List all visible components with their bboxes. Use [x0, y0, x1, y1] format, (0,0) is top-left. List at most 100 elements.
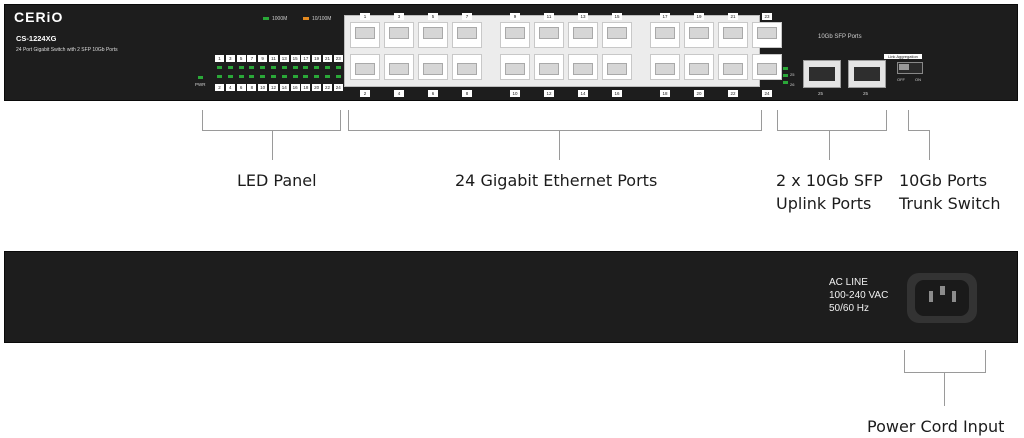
sfp-bracket-stem: [829, 130, 830, 160]
port-number-top: 19: [694, 13, 704, 20]
legend-1000m: 1000M: [263, 16, 287, 22]
trunk-off-label: OFF: [897, 77, 905, 82]
pwr-label: PWR: [195, 82, 206, 87]
led-number-bottom: 12: [269, 84, 278, 91]
port-led: [325, 66, 330, 69]
ethernet-port[interactable]: [650, 54, 680, 80]
port-led: [271, 66, 276, 69]
sfp-title: 10Gb SFP Ports: [818, 34, 862, 40]
ethernet-port[interactable]: [452, 54, 482, 80]
legend-1000m-label: 1000M: [272, 16, 288, 22]
trunk-switch-knob[interactable]: [899, 64, 909, 70]
ethernet-port[interactable]: [718, 54, 748, 80]
sfp-led-label-25: 25: [790, 72, 795, 77]
led-number-bottom: 24: [333, 84, 343, 91]
port-led: [325, 75, 330, 78]
ethernet-port[interactable]: [350, 22, 380, 48]
sfp-port-1[interactable]: [803, 60, 841, 88]
label-trunk-line1: 10Gb Ports: [899, 171, 988, 190]
brand-logo: CERiO: [14, 9, 64, 25]
ethernet-port[interactable]: [684, 22, 714, 48]
legend-10100m: 10/100M: [303, 16, 331, 22]
ethernet-port[interactable]: [534, 54, 564, 80]
port-number-top: 23: [762, 13, 772, 20]
led-number-bottom: 2: [215, 84, 224, 91]
ethernet-port[interactable]: [568, 54, 598, 80]
ethernet-port[interactable]: [534, 22, 564, 48]
led-number-bottom: 14: [279, 84, 289, 91]
port-number-bottom: 22: [728, 90, 738, 97]
ethernet-port[interactable]: [452, 22, 482, 48]
pwr-led: [198, 76, 203, 79]
port-number-bottom: 2: [360, 90, 370, 97]
label-sfp-line2: Uplink Ports: [776, 194, 872, 213]
sfp-bracket-left: [777, 110, 778, 131]
port-number-bottom: 12: [544, 90, 554, 97]
port-led: [292, 75, 298, 78]
port-led: [238, 66, 244, 69]
port-led: [238, 75, 244, 78]
port-led: [303, 75, 309, 78]
ethernet-port[interactable]: [500, 22, 530, 48]
sfp-bracket-right: [886, 110, 887, 131]
ethernet-port[interactable]: [602, 54, 632, 80]
ethernet-port[interactable]: [384, 54, 414, 80]
port-led: [281, 75, 287, 78]
led-number-top: 7: [247, 55, 257, 62]
led-bracket-stem: [272, 130, 273, 160]
led-bracket-left: [202, 110, 203, 131]
sfp-port-label-2: 25: [863, 91, 869, 96]
port-number-bottom: 16: [612, 90, 622, 97]
led-number-top: 19: [312, 55, 322, 62]
sfp-led-25-b: [783, 74, 788, 77]
ethernet-port[interactable]: [752, 54, 782, 80]
legend-led-orange: [303, 17, 309, 21]
port-number-top: 17: [660, 13, 670, 20]
ethernet-port[interactable]: [602, 22, 632, 48]
ethernet-port[interactable]: [718, 22, 748, 48]
ethernet-port[interactable]: [350, 54, 380, 80]
ethernet-port[interactable]: [500, 54, 530, 80]
led-number-top: 5: [236, 55, 246, 62]
sfp-port-2[interactable]: [848, 60, 886, 88]
led-number-top: 23: [333, 55, 343, 62]
led-bracket-right: [340, 110, 341, 131]
ethernet-port[interactable]: [568, 22, 598, 48]
label-sfp-line1: 2 x 10Gb SFP: [776, 171, 883, 190]
ethernet-port[interactable]: [418, 54, 448, 80]
port-led: [303, 66, 309, 69]
ethernet-port[interactable]: [752, 22, 782, 48]
port-number-top: 3: [394, 13, 404, 20]
port-led: [281, 66, 287, 69]
sfp-port-label-1: 25: [818, 91, 824, 96]
ethernet-port[interactable]: [650, 22, 680, 48]
eth-bracket-right: [761, 110, 762, 131]
ethernet-port[interactable]: [384, 22, 414, 48]
model-description: 24 Port Gigabit Switch with 2 SFP 10Gb P…: [16, 47, 118, 53]
ethernet-port[interactable]: [684, 54, 714, 80]
port-led: [335, 66, 341, 69]
led-number-top: 11: [269, 55, 278, 62]
led-number-bottom: 22: [323, 84, 332, 91]
port-led: [217, 66, 222, 69]
port-led: [292, 66, 298, 69]
port-number-top: 7: [462, 13, 472, 20]
led-number-bottom: 18: [301, 84, 311, 91]
led-number-bottom: 8: [247, 84, 257, 91]
eth-bracket-bottom: [348, 130, 762, 131]
port-number-top: 11: [544, 13, 554, 20]
port-number-bottom: 20: [694, 90, 704, 97]
led-number-top: 1: [215, 55, 224, 62]
trunk-bracket-bottom: [908, 130, 930, 131]
label-led-panel: LED Panel: [237, 171, 317, 190]
led-number-top: 17: [301, 55, 311, 62]
led-number-bottom: 4: [225, 84, 235, 91]
label-ethernet-ports: 24 Gigabit Ethernet Ports: [455, 171, 658, 190]
ac-line-frequency: 50/60 Hz: [829, 303, 870, 314]
ethernet-port[interactable]: [418, 22, 448, 48]
back-panel: [4, 251, 1018, 343]
port-led: [271, 75, 276, 78]
port-led: [249, 66, 255, 69]
port-led: [260, 75, 266, 78]
led-number-top: 9: [258, 55, 268, 62]
